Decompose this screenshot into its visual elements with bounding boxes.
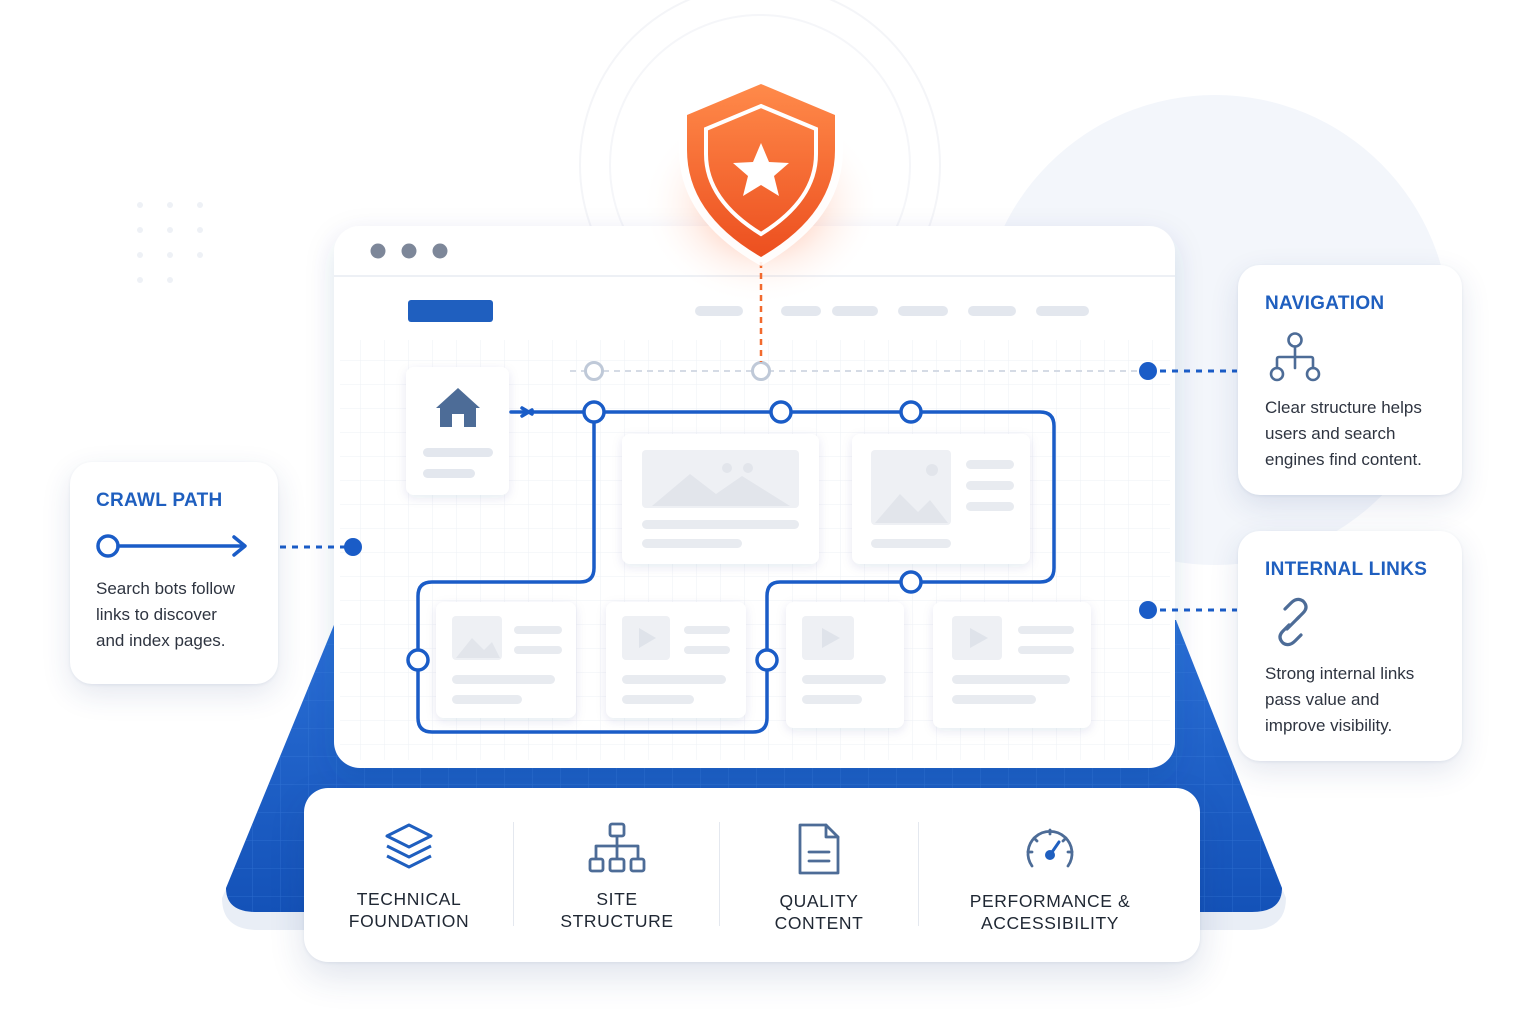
callout-title: INTERNAL LINKS bbox=[1265, 559, 1428, 580]
layers-icon bbox=[385, 823, 433, 869]
callout-text-line: Strong internal links bbox=[1265, 664, 1415, 683]
pillar-label-line: TECHNICAL bbox=[356, 889, 462, 909]
pillar-label-line: SITE bbox=[596, 889, 638, 909]
pillar-performance-accessibility: PERFORMANCE & ACCESSIBILITY bbox=[919, 788, 1181, 962]
internal-links-callout: INTERNAL LINKS Strong internal links pas… bbox=[1238, 531, 1462, 761]
pillar-label-line: ACCESSIBILITY bbox=[980, 913, 1120, 933]
pillar-label-line: CONTENT bbox=[774, 913, 864, 933]
content-tile bbox=[622, 434, 819, 564]
shield-badge bbox=[641, 76, 881, 362]
callout-text-line: engines find content. bbox=[1265, 450, 1422, 469]
seo-pillars-bar: TECHNICAL FOUNDATION SITE STRUCTURE bbox=[304, 788, 1200, 962]
logo-placeholder bbox=[408, 300, 493, 322]
callout-text-line: users and search bbox=[1265, 424, 1396, 443]
pillar-technical-foundation: TECHNICAL FOUNDATION bbox=[304, 788, 514, 962]
crawl-path-callout: CRAWL PATH Search bots follow links to d… bbox=[70, 462, 278, 684]
play-icon bbox=[970, 628, 988, 648]
window-dot-icon bbox=[370, 243, 386, 259]
callout-text-line: Search bots follow bbox=[96, 579, 235, 598]
pillar-label-line: QUALITY bbox=[779, 891, 859, 911]
link-node bbox=[406, 400, 923, 672]
arrow-path-icon bbox=[96, 534, 247, 558]
dot-pattern bbox=[137, 202, 203, 283]
home-icon bbox=[436, 388, 480, 427]
divider bbox=[513, 822, 514, 926]
callout-connectors bbox=[280, 362, 1237, 619]
gauge-icon bbox=[1026, 828, 1074, 868]
play-icon bbox=[822, 628, 840, 648]
content-tile bbox=[436, 602, 576, 718]
callout-text-line: Clear structure helps bbox=[1265, 398, 1422, 417]
pillar-site-structure: SITE STRUCTURE bbox=[514, 788, 720, 962]
pillar-label-line: FOUNDATION bbox=[348, 911, 470, 931]
callout-text-line: and index pages. bbox=[96, 631, 226, 650]
content-tile bbox=[852, 434, 1030, 564]
hierarchy-icon bbox=[1269, 332, 1321, 382]
pillar-label-line: STRUCTURE bbox=[560, 911, 674, 931]
navigation-callout: NAVIGATION Clear structure helps users a… bbox=[1238, 265, 1462, 495]
callout-title: NAVIGATION bbox=[1265, 293, 1385, 314]
sitemap-icon bbox=[588, 822, 646, 873]
nav-menu-placeholder bbox=[695, 306, 1089, 316]
window-dot-icon bbox=[432, 243, 448, 259]
callout-text-line: improve visibility. bbox=[1265, 716, 1393, 735]
star-icon bbox=[733, 143, 789, 196]
browser-window bbox=[334, 226, 1175, 768]
pillar-label-line: PERFORMANCE & bbox=[969, 891, 1131, 911]
pillar-quality-content: QUALITY CONTENT bbox=[720, 788, 918, 962]
divider bbox=[918, 822, 919, 926]
callout-title: CRAWL PATH bbox=[96, 490, 223, 511]
callout-text-line: links to discover bbox=[96, 605, 217, 624]
window-dot-icon bbox=[401, 243, 417, 259]
divider bbox=[719, 822, 720, 926]
document-icon bbox=[798, 823, 840, 875]
chain-link-icon bbox=[1278, 597, 1308, 647]
crawl-path-lines bbox=[416, 406, 1056, 734]
video-tile bbox=[606, 602, 746, 718]
callout-text-line: pass value and bbox=[1265, 690, 1380, 709]
video-tile bbox=[786, 602, 904, 728]
play-icon bbox=[639, 628, 656, 648]
video-tile bbox=[933, 602, 1091, 728]
home-page-tile bbox=[406, 367, 509, 495]
